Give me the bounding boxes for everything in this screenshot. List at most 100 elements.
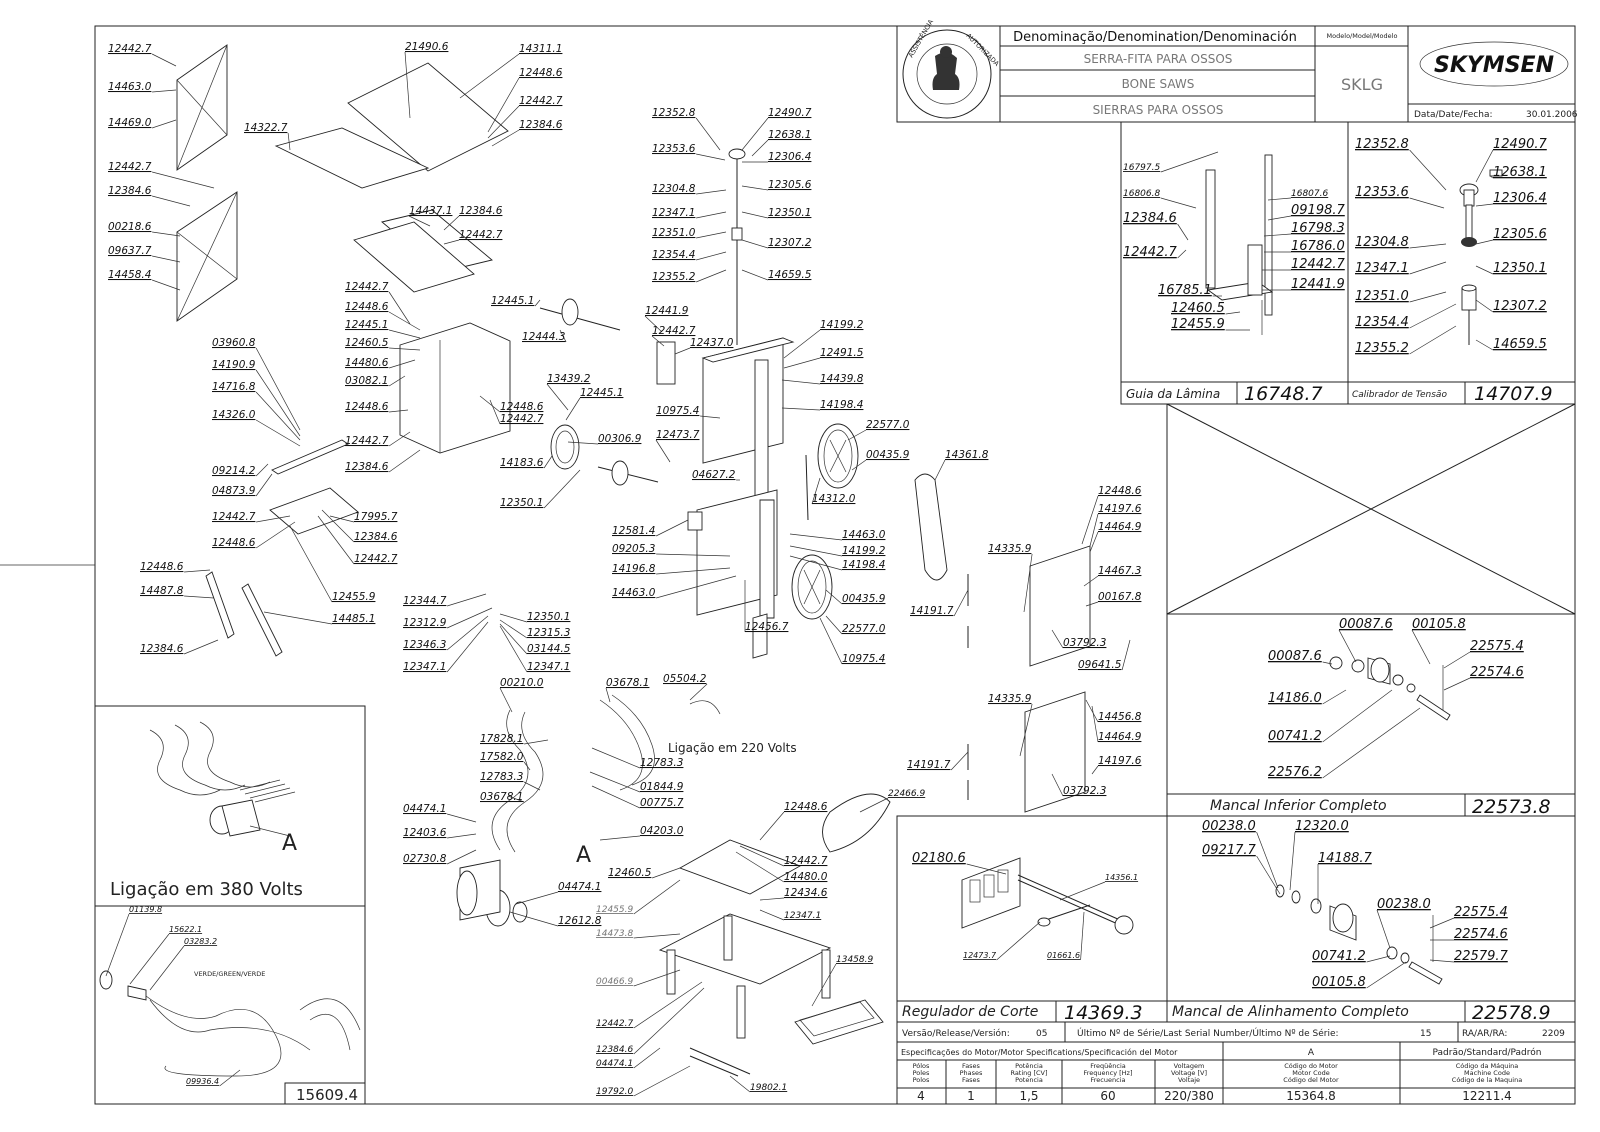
brand-logo: SKYMSEN xyxy=(1434,53,1554,78)
earth-wire-label: VERDE/GREEN/VERDE xyxy=(194,970,265,978)
part-number-label: 12460.5 xyxy=(1171,301,1225,316)
motor-spec-value: 60 xyxy=(1100,1089,1115,1103)
part-number-label: 12783.3 xyxy=(480,771,523,783)
part-number-label: 12347.1 xyxy=(652,207,695,219)
callout-leader-line xyxy=(459,53,520,99)
part-number-label: 01844.9 xyxy=(640,781,684,793)
motor-spec-column-heading: Frecuencia xyxy=(1091,1076,1126,1084)
motor-spec-value: 1 xyxy=(967,1089,975,1103)
part-number-label: 22576.2 xyxy=(1268,765,1322,780)
part-number-label: 14463.0 xyxy=(108,81,152,93)
date-label: Data/Date/Fecha: xyxy=(1414,110,1493,120)
power-cord-code: 15609.4 xyxy=(296,1086,358,1104)
part-number-label: 14361.8 xyxy=(945,449,989,461)
part-number-label: 12384.6 xyxy=(459,205,503,217)
callout-leader-line xyxy=(847,429,867,441)
part-number-label: 14311.1 xyxy=(519,43,562,55)
callout-leader-line xyxy=(1083,575,1099,587)
part-number-label: 12448.6 xyxy=(140,561,184,573)
part-number-label: 02180.6 xyxy=(912,851,966,866)
part-number-label: 12783.3 xyxy=(640,757,683,769)
part-number-label: 00210.0 xyxy=(500,677,544,689)
part-number-label: 12353.6 xyxy=(652,143,696,155)
callout-leader-line xyxy=(129,933,170,985)
callout-leader-line xyxy=(633,981,703,1029)
part-number-label: 00105.8 xyxy=(1412,617,1466,632)
tension-gauge-code: 14707.9 xyxy=(1474,383,1553,405)
callout-leader-line xyxy=(656,575,737,599)
callout-leader-line xyxy=(149,945,185,991)
part-number-label: 09205.3 xyxy=(612,543,655,555)
part-number-label: 14659.5 xyxy=(768,269,812,281)
tension-gauge-label: Calibrador de Tensão xyxy=(1352,390,1447,400)
part-number-label: 12434.6 xyxy=(784,887,828,899)
callout-leader-line xyxy=(741,269,769,281)
part-number-label: 12448.6 xyxy=(500,401,544,413)
part-number-label: 12344.7 xyxy=(403,595,447,607)
part-number-label: 14467.3 xyxy=(1098,565,1141,577)
part-number-label: 12441.9 xyxy=(645,305,689,317)
callout-leader-line xyxy=(739,845,785,867)
part-number-label: 12612.8 xyxy=(558,915,602,927)
callout-leader-line xyxy=(219,1069,241,1087)
callout-leader-line xyxy=(783,329,821,359)
blade-guide-label: Guia da Lâmina xyxy=(1126,387,1220,401)
part-number-label: 12455.9 xyxy=(596,905,633,915)
part-number-label: 12442.7 xyxy=(345,281,389,293)
release-label: Versão/Release/Versión: xyxy=(902,1028,1010,1039)
part-number-label: 12442.7 xyxy=(345,435,389,447)
callout-leader-line xyxy=(479,395,501,413)
svg-text:ASSISTÊNCIA: ASSISTÊNCIA xyxy=(906,17,935,59)
callout-leader-line xyxy=(499,625,528,673)
callout-leader-line xyxy=(966,863,1007,875)
part-number-label: 22574.6 xyxy=(1454,927,1508,942)
part-number-label: 14198.4 xyxy=(820,399,863,411)
part-number-label: 09936.4 xyxy=(186,1077,219,1086)
date-value: 30.01.2006 xyxy=(1526,110,1578,120)
part-number-label: 03960.8 xyxy=(212,337,256,349)
callout-leader-line xyxy=(1091,765,1099,775)
motor-code-column-header: A xyxy=(1308,1048,1315,1058)
callout-leader-line xyxy=(696,251,727,261)
part-number-label: 04873.9 xyxy=(212,485,256,497)
part-number-label: 12304.8 xyxy=(1355,235,1409,250)
part-number-label: 03283.2 xyxy=(184,937,217,946)
callout-leader-line xyxy=(751,139,769,157)
callout-leader-line xyxy=(953,589,969,617)
callout-leader-line xyxy=(1267,197,1292,201)
part-number-label: 01139.8 xyxy=(129,905,162,914)
part-number-label: 14458.4 xyxy=(108,269,151,281)
part-number-label: 16786.0 xyxy=(1291,239,1345,254)
ra-label: RA/AR/RA: xyxy=(1462,1029,1507,1039)
callout-leader-line xyxy=(696,211,727,219)
part-number-label: 14473.8 xyxy=(596,929,633,939)
part-number-label: 14464.9 xyxy=(1098,731,1142,743)
callout-leader-line xyxy=(289,525,333,603)
part-number-label: 12347.1 xyxy=(1355,261,1409,276)
part-number-label: 04474.1 xyxy=(403,803,446,815)
callout-leader-line xyxy=(523,761,531,771)
part-number-label: 12442.7 xyxy=(108,43,152,55)
callout-leader-line xyxy=(1429,959,1455,963)
part-number-label: 10975.4 xyxy=(656,405,699,417)
motor-spec-column-heading: Potencia xyxy=(1015,1076,1043,1084)
part-number-label: 00238.0 xyxy=(1377,897,1431,912)
callout-leader-line xyxy=(255,391,301,441)
part-number-label: 00167.8 xyxy=(1098,591,1142,603)
callout-leader-line xyxy=(1322,689,1393,743)
callout-leader-line xyxy=(388,449,421,473)
motor-spec-column-heading: Código do Motor xyxy=(1284,1062,1338,1070)
callout-leader-line xyxy=(781,379,821,385)
part-number-label: 12350.1 xyxy=(768,207,811,219)
callout-leader-line xyxy=(633,987,705,1055)
part-number-label: 14463.0 xyxy=(612,587,656,599)
motor-spec-column-heading: Fases xyxy=(962,1076,981,1084)
alignment-bearing-code: 22578.9 xyxy=(1472,1002,1551,1024)
motor-spec-column-heading: Frequency [Hz] xyxy=(1083,1069,1132,1077)
callout-leader-line xyxy=(1443,677,1471,691)
callout-leader-line xyxy=(524,739,549,745)
motor-spec-value: 1,5 xyxy=(1019,1089,1038,1103)
part-number-label: 12437.0 xyxy=(690,337,734,349)
part-number-label: 00466.9 xyxy=(596,977,633,987)
callout-leader-line xyxy=(656,553,731,557)
